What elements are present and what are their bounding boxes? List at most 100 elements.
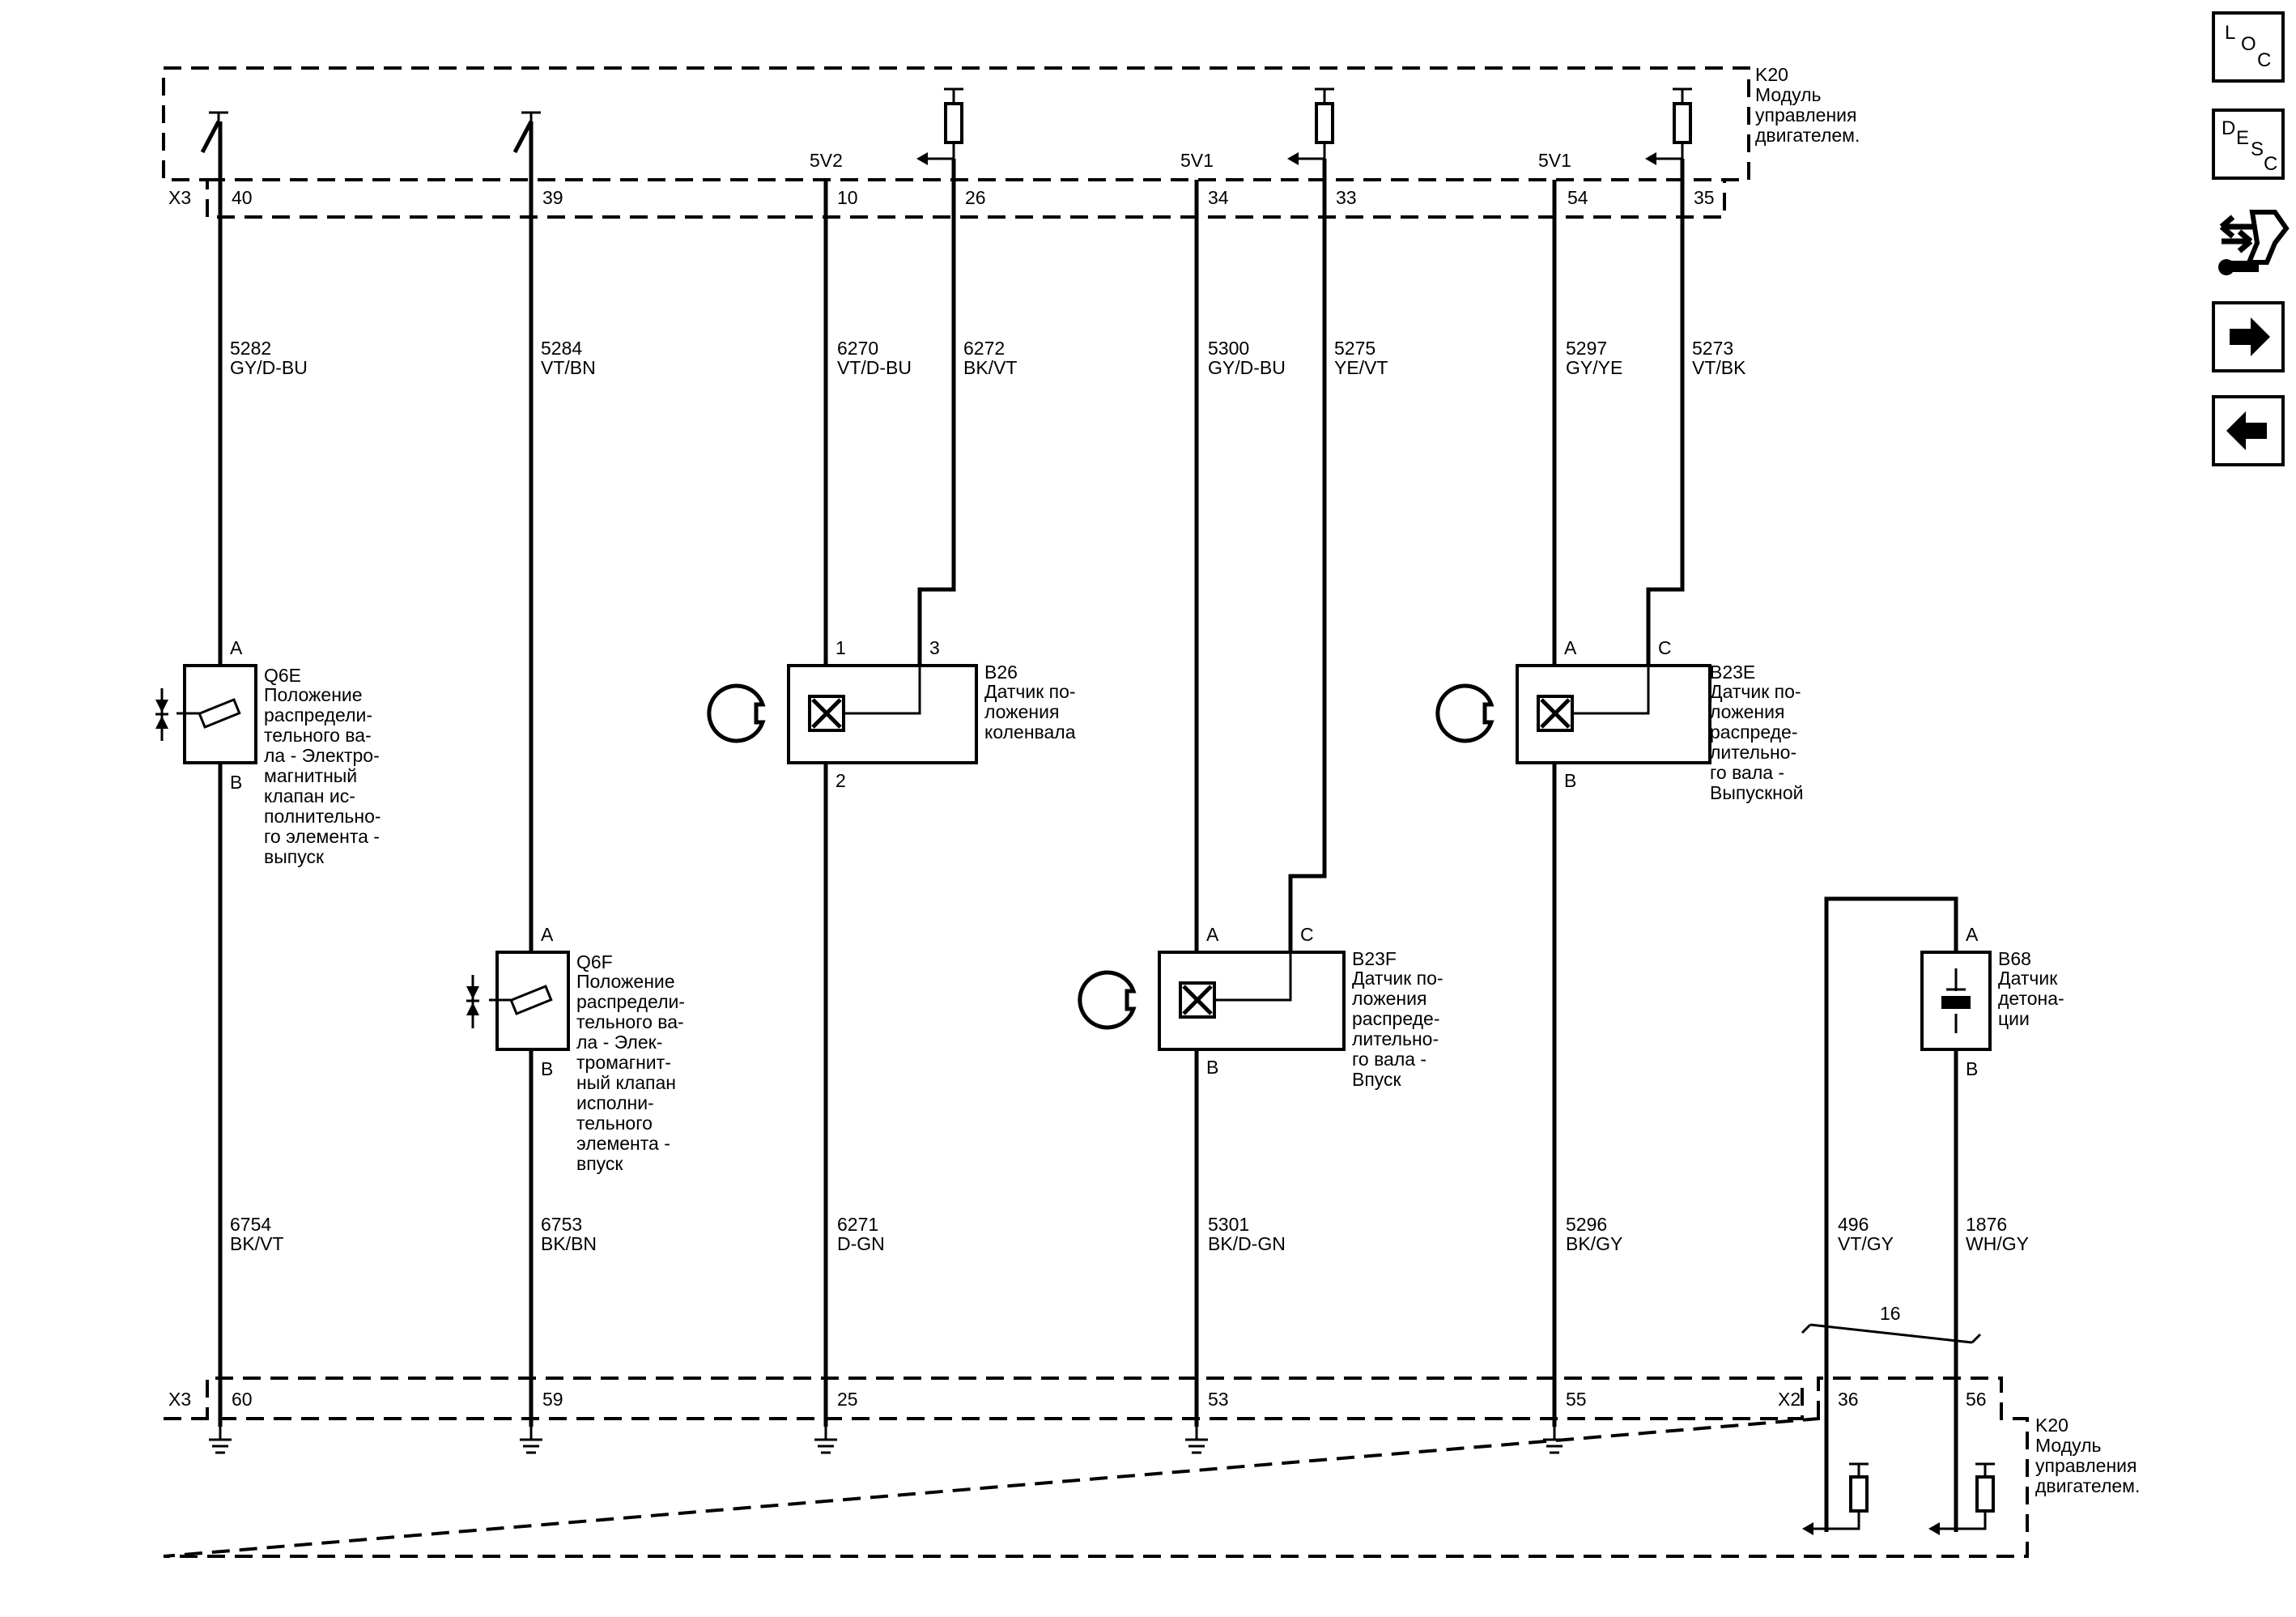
svg-text:B: B (1966, 1058, 1978, 1079)
svg-text:Впуск: Впуск (1352, 1069, 1402, 1090)
svg-text:ный клапан: ный клапан (576, 1072, 676, 1093)
svg-text:K20: K20 (1755, 64, 1788, 85)
svg-text:выпуск: выпуск (264, 846, 325, 867)
svg-text:двигателем.: двигателем. (1755, 125, 1860, 146)
svg-text:16: 16 (1880, 1303, 1901, 1324)
svg-text:ложения: ложения (1352, 988, 1426, 1009)
svg-text:10: 10 (837, 187, 858, 208)
svg-text:ции: ции (1998, 1008, 2030, 1029)
next-button[interactable] (2212, 301, 2285, 372)
connector-x2-bottom: X2 (1778, 1389, 1801, 1410)
svg-text:59: 59 (542, 1389, 563, 1410)
svg-text:GY/YE: GY/YE (1566, 357, 1622, 378)
connector-x3-top: X3 (168, 187, 191, 208)
svg-text:BK/VT: BK/VT (230, 1233, 283, 1254)
svg-text:BK/BN: BK/BN (541, 1233, 597, 1254)
svg-text:A: A (1206, 924, 1219, 945)
svg-text:54: 54 (1567, 187, 1588, 208)
b23f-id: B23F (1352, 948, 1397, 969)
svg-text:BK/GY: BK/GY (1566, 1233, 1622, 1254)
svg-text:5275: 5275 (1334, 338, 1375, 359)
svg-text:5284: 5284 (541, 338, 582, 359)
arrow-right-icon (2230, 317, 2270, 356)
svg-text:Модуль: Модуль (2035, 1435, 2102, 1456)
svg-text:1876: 1876 (1966, 1214, 2007, 1235)
svg-text:A: A (1966, 924, 1979, 945)
svg-text:VT/BN: VT/BN (541, 357, 596, 378)
svg-text:детона-: детона- (1998, 988, 2064, 1009)
svg-text:Выпускной: Выпускной (1710, 782, 1803, 803)
svg-text:B: B (541, 1058, 553, 1079)
svg-text:коленвала: коленвала (984, 721, 1076, 743)
svg-text:управления: управления (1755, 104, 1856, 126)
svg-text:5296: 5296 (1566, 1214, 1607, 1235)
svg-text:двигателем.: двигателем. (2035, 1475, 2140, 1496)
svg-text:A: A (1564, 637, 1577, 658)
description-button[interactable]: D E S C (2212, 109, 2285, 180)
svg-text:6271: 6271 (837, 1214, 878, 1235)
svg-text:26: 26 (965, 187, 986, 208)
svg-text:управления: управления (2035, 1455, 2137, 1476)
svg-text:3: 3 (929, 637, 940, 658)
svg-text:распреде-: распреде- (1352, 1008, 1440, 1029)
ref-5v1-b: 5V1 (1538, 150, 1571, 171)
q6e-id: Q6E (264, 665, 301, 686)
svg-text:магнитный: магнитный (264, 765, 357, 786)
svg-text:40: 40 (232, 187, 253, 208)
svg-text:впуск: впуск (576, 1153, 623, 1174)
svg-text:тромагнит-: тромагнит- (576, 1052, 671, 1073)
svg-text:WH/GY: WH/GY (1966, 1233, 2029, 1254)
svg-text:ложения: ложения (1710, 701, 1784, 722)
svg-text:тельного ва-: тельного ва- (576, 1011, 684, 1032)
ref-5v2: 5V2 (810, 150, 843, 171)
svg-text:36: 36 (1838, 1389, 1859, 1410)
svg-text:лительно-: лительно- (1710, 742, 1796, 763)
svg-text:VT/GY: VT/GY (1838, 1233, 1894, 1254)
component-q6f: A B Q6F Положение распредели- тельного в… (466, 924, 685, 1174)
connector-tool-icon (2218, 210, 2290, 275)
svg-text:6270: 6270 (837, 338, 878, 359)
svg-text:VT/BK: VT/BK (1692, 357, 1746, 378)
svg-text:C: C (2264, 153, 2277, 175)
svg-text:распредели-: распредели- (576, 991, 685, 1012)
svg-text:K20: K20 (2035, 1415, 2069, 1436)
wire-labels-top: 5282 GY/D-BU 5284 VT/BN 6270 VT/D-BU 627… (230, 338, 1746, 378)
svg-text:33: 33 (1336, 187, 1357, 208)
wire-labels-bottom: 6754 BK/VT 6753 BK/BN 6271 D-GN 5301 BK/… (230, 1214, 2029, 1254)
component-b26: 1 3 2 B26 Датчик по- ложения коленвала (707, 637, 1076, 791)
component-b68: A B B68 Датчик детона- ции (1920, 924, 2064, 1079)
svg-text:S: S (2251, 138, 2264, 160)
internal-switch-39 (512, 111, 541, 154)
b26-id: B26 (984, 662, 1018, 683)
svg-text:5282: 5282 (230, 338, 271, 359)
svg-text:тельного: тельного (576, 1113, 653, 1134)
module-k20-bottom-outline (163, 1377, 2029, 1558)
svg-text:распредели-: распредели- (264, 704, 372, 726)
svg-text:5301: 5301 (1208, 1214, 1249, 1235)
location-button[interactable]: L O C (2212, 11, 2285, 83)
svg-text:GY/D-BU: GY/D-BU (230, 357, 308, 378)
module-label-top: K20 Модуль управления двигателем. (1755, 64, 1860, 146)
pullup-33 (1287, 87, 1334, 165)
svg-text:GY/D-BU: GY/D-BU (1208, 357, 1286, 378)
svg-text:56: 56 (1966, 1389, 1987, 1410)
svg-text:Датчик: Датчик (1998, 968, 2058, 989)
svg-text:6272: 6272 (963, 338, 1005, 359)
svg-text:Положение: Положение (576, 971, 675, 992)
svg-text:D: D (2222, 117, 2235, 139)
pullup-26 (916, 87, 963, 165)
svg-text:E: E (2236, 127, 2249, 149)
svg-text:60: 60 (232, 1389, 253, 1410)
svg-text:53: 53 (1208, 1389, 1229, 1410)
svg-text:2: 2 (835, 770, 846, 791)
back-button[interactable] (2212, 395, 2285, 466)
connector-tool-button[interactable] (2218, 210, 2290, 275)
svg-text:Датчик по-: Датчик по- (1710, 681, 1801, 702)
module-k20-top-outline (162, 66, 1750, 219)
svg-text:BK/D-GN: BK/D-GN (1208, 1233, 1286, 1254)
svg-text:L: L (2225, 22, 2235, 44)
svg-text:VT/D-BU: VT/D-BU (837, 357, 912, 378)
svg-text:6754: 6754 (230, 1214, 271, 1235)
svg-text:D-GN: D-GN (837, 1233, 885, 1254)
